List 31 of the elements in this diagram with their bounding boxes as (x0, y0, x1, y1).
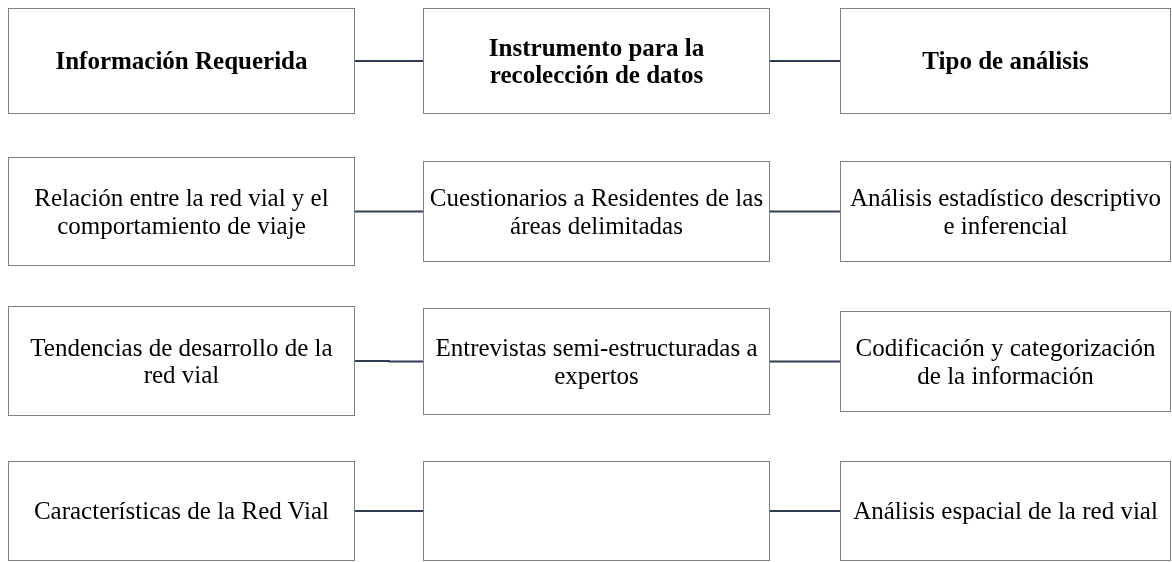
connector-line (354, 510, 424, 512)
process-box (840, 161, 1171, 262)
box-text: Entrevistas semi-estructuradas a expertos (434, 334, 759, 389)
process-box (8, 157, 355, 266)
header-box (840, 8, 1171, 114)
connector-line (769, 210, 841, 213)
process-box (8, 306, 355, 416)
empty-box (423, 461, 770, 561)
process-box (423, 161, 770, 262)
box-text: Relación entre la red vial y el comportamiento de viaje (33, 184, 330, 239)
box-text: Cuestionarios a Residentes de las áreas delimitadas (428, 184, 765, 239)
column-heading: Instrumento para la recolección de datos (487, 33, 706, 89)
column-heading: Tipo de análisis (922, 47, 1089, 75)
box-text: Codificación y categorización de la información (854, 334, 1157, 389)
process-box (840, 461, 1171, 561)
connector-line (769, 360, 841, 363)
process-box (8, 461, 355, 561)
connector-line (354, 360, 424, 363)
column-heading: Información Requerida (55, 47, 308, 75)
process-box (423, 308, 770, 415)
box-text: Características de la Red Vial (33, 497, 330, 525)
connector-line (354, 60, 424, 62)
connector-line (769, 60, 841, 62)
process-box (840, 311, 1171, 412)
connector-line (354, 210, 424, 213)
header-box (423, 8, 770, 114)
box-text: Tendencias de desarrollo de la red vial (29, 333, 334, 389)
box-text: Análisis espacial de la red vial (853, 497, 1158, 525)
connector-line (769, 510, 841, 512)
header-box (8, 8, 355, 114)
box-text: Análisis estadístico descriptivo e inferencial (848, 184, 1163, 239)
